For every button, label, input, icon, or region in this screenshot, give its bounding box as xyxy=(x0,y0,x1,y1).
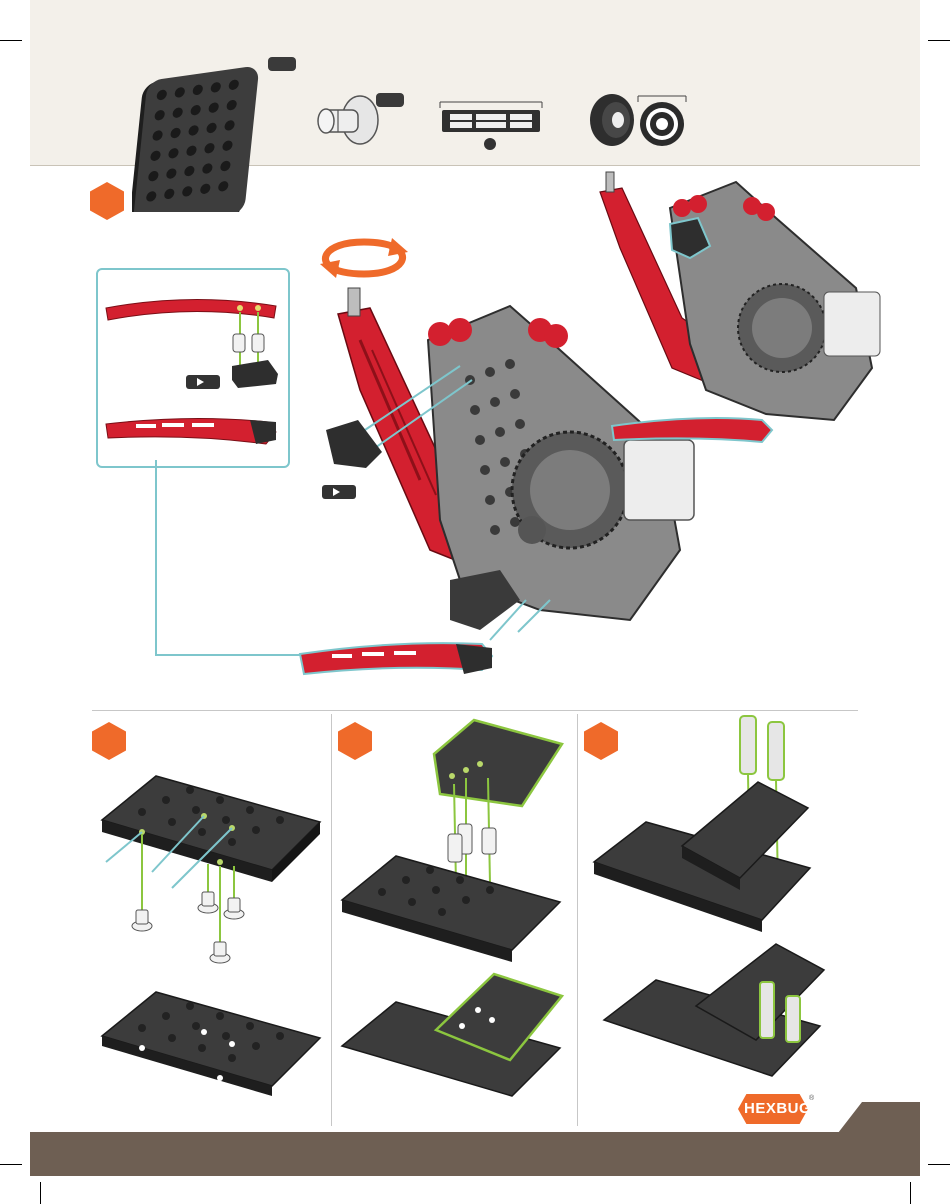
crop-mark xyxy=(40,1182,41,1204)
crop-mark xyxy=(0,1164,22,1165)
footer-band xyxy=(30,1132,920,1176)
page-tab xyxy=(838,1102,920,1133)
axle-result xyxy=(600,936,830,1096)
plate-with-pins xyxy=(96,770,326,970)
plate-stack-result xyxy=(340,970,570,1100)
hexbug-logo: HEXBUG ® xyxy=(738,1094,808,1124)
column-divider xyxy=(331,714,332,1126)
axle-insertion xyxy=(590,712,840,952)
lower-beam xyxy=(296,634,496,682)
logo-text: HEXBUG xyxy=(744,1100,802,1117)
gear-hub-part xyxy=(586,88,690,152)
crop-mark xyxy=(0,40,22,41)
plate-stack-exploded xyxy=(340,714,570,974)
grid-plate-qty-tag xyxy=(268,57,296,71)
grid-plate-part xyxy=(132,52,272,212)
beam-connector-part xyxy=(436,98,548,150)
section-divider xyxy=(92,710,858,711)
rotate-arrows-icon xyxy=(318,236,410,280)
step-marker xyxy=(90,182,124,220)
logo-trademark: ® xyxy=(809,1095,814,1102)
crop-mark xyxy=(928,40,950,41)
play-icon xyxy=(322,485,356,499)
play-icon xyxy=(186,375,220,389)
pin-part xyxy=(312,92,382,154)
finished-assembly xyxy=(586,168,906,458)
column-divider xyxy=(577,714,578,1126)
crop-mark xyxy=(928,1164,950,1165)
callout-leader xyxy=(150,460,320,660)
crop-mark xyxy=(910,1182,911,1204)
step-marker xyxy=(92,722,126,760)
plate-result xyxy=(96,986,326,1096)
pin-qty-tag xyxy=(376,93,404,107)
